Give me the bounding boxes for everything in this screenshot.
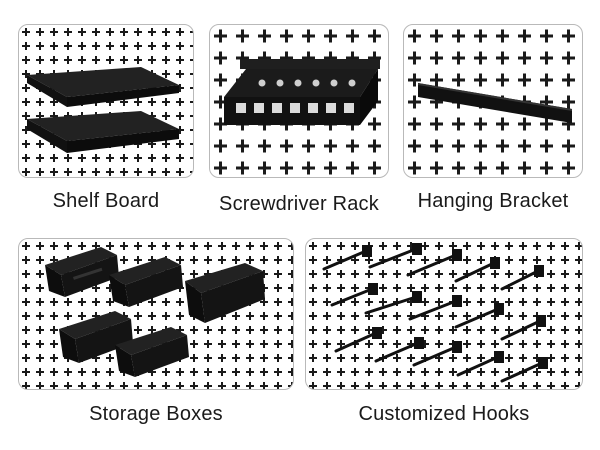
caption-storage-boxes: Storage Boxes	[89, 403, 223, 425]
panel-hanging-bracket	[403, 24, 583, 178]
caption-screwdriver-rack: Screwdriver Rack	[219, 193, 379, 215]
panel-customized-hooks	[305, 238, 583, 390]
caption-shelf-board: Shelf Board	[52, 190, 160, 212]
panel-shelf-board	[18, 24, 194, 178]
screwdriver-rack-image	[210, 25, 388, 177]
panel-screwdriver-rack	[209, 24, 389, 178]
storage-boxes-image	[19, 239, 293, 389]
caption-customized-hooks: Customized Hooks	[358, 403, 530, 425]
panel-storage-boxes	[18, 238, 294, 390]
hanging-bracket-image	[404, 25, 582, 177]
shelf-board-image	[19, 25, 193, 177]
customized-hooks-image	[306, 239, 582, 389]
caption-hanging-bracket: Hanging Bracket	[417, 190, 569, 212]
